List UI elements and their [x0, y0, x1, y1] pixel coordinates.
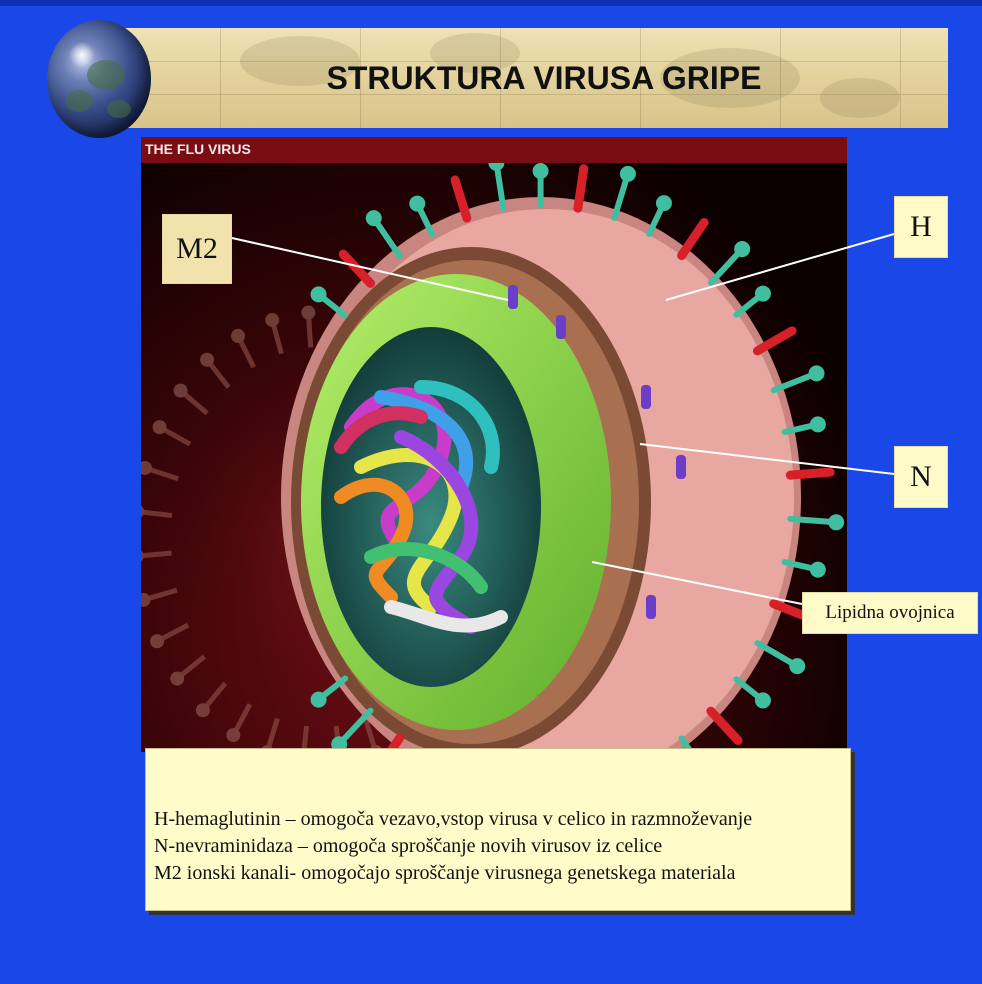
m2-channel — [646, 595, 656, 619]
hemagglutinin-head — [366, 210, 382, 226]
background-spike-head — [141, 461, 152, 475]
m2-channel — [508, 285, 518, 309]
hemagglutinin-head — [620, 166, 636, 182]
title-banner: STRUKTURA VIRUSA GRIPE — [100, 28, 948, 128]
label-hemagglutinin: H — [894, 196, 948, 258]
figure-header-bar: THE FLU VIRUS — [141, 137, 847, 163]
hemagglutinin-head — [808, 365, 824, 381]
virus-graphic — [141, 137, 847, 752]
background-spike-head — [141, 593, 150, 607]
hemagglutinin-head — [755, 692, 771, 708]
m2-channel — [676, 455, 686, 479]
background-spike-head — [141, 505, 144, 519]
neuraminidase-spike — [711, 711, 738, 740]
neuraminidase-spike — [682, 223, 705, 256]
flu-virus-illustration — [141, 137, 847, 752]
background-spike-head — [265, 313, 279, 327]
hemagglutinin-head — [810, 562, 826, 578]
hemagglutinin-head — [533, 163, 549, 179]
hemagglutinin-head — [828, 514, 844, 530]
page-title: STRUKTURA VIRUSA GRIPE — [100, 28, 948, 128]
neuraminidase-spike — [790, 472, 830, 475]
background-spike — [141, 553, 172, 556]
background-spike-head — [301, 306, 315, 320]
background-spike-head — [170, 672, 184, 686]
background-spike-head — [153, 420, 167, 434]
globe-icon — [47, 20, 151, 138]
hemagglutinin-head — [409, 196, 425, 212]
label-m2: M2 — [162, 214, 232, 284]
legend-line-n: N-nevraminidaza – omogoča sproščanje nov… — [154, 833, 850, 860]
background-spike-head — [231, 329, 245, 343]
background-spike-head — [141, 549, 144, 563]
slide-top-border — [0, 0, 982, 6]
background-spike — [141, 512, 172, 516]
m2-channel — [641, 385, 651, 409]
hemagglutinin-head — [755, 286, 771, 302]
m2-channel — [556, 315, 566, 339]
hemagglutinin-head — [656, 195, 672, 211]
legend-box: H-hemaglutinin – omogoča vezavo,vstop vi… — [145, 748, 851, 911]
background-spike-head — [174, 384, 188, 398]
hemagglutinin-head — [789, 658, 805, 674]
neuraminidase-spike — [578, 169, 584, 209]
legend-line-m2: M2 ionski kanali- omogočajo sproščanje v… — [154, 860, 850, 887]
hemagglutinin-head — [311, 286, 327, 302]
label-lipid-envelope: Lipidna ovojnica — [802, 592, 978, 634]
label-neuraminidase: N — [894, 446, 948, 508]
hemagglutinin-head — [311, 692, 327, 708]
background-spike-head — [196, 703, 210, 717]
background-spike-head — [226, 728, 240, 742]
hemagglutinin-head — [810, 416, 826, 432]
hemagglutinin-head — [734, 241, 750, 257]
background-spike-head — [150, 634, 164, 648]
background-spike-head — [200, 353, 214, 367]
figure-header-text: THE FLU VIRUS — [145, 141, 251, 157]
neuraminidase-spike — [455, 180, 467, 218]
legend-line-h: H-hemaglutinin – omogoča vezavo,vstop vi… — [154, 806, 850, 833]
neuraminidase-spike — [343, 254, 370, 283]
